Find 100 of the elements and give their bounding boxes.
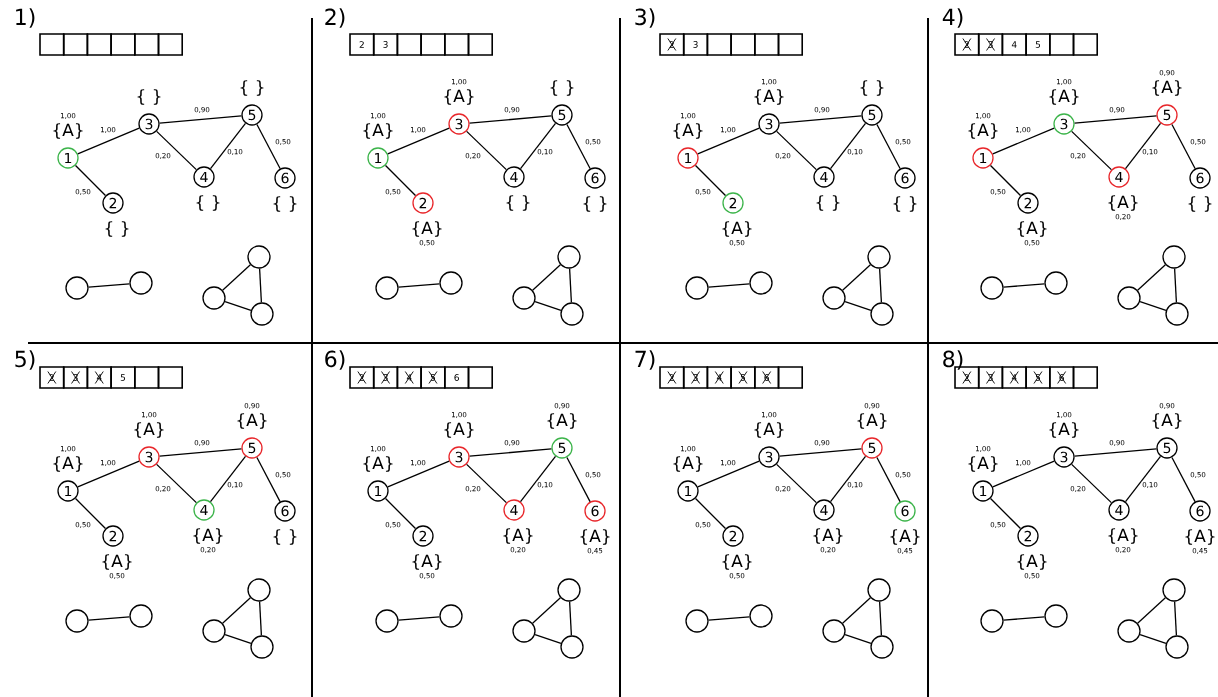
set-label: { } — [137, 89, 161, 105]
vertex-circle — [870, 635, 894, 659]
queue-cell: 5 — [110, 366, 136, 389]
vertex-circle — [512, 286, 536, 310]
graph-edge — [878, 268, 883, 303]
queue-cell: 6 — [444, 366, 470, 389]
graph-edge — [1139, 634, 1167, 644]
graph-edge — [531, 597, 562, 624]
queue-cell: 2 — [659, 33, 685, 56]
queue-cell: 5 — [730, 366, 756, 389]
graph-edge — [1136, 597, 1167, 624]
graph-edge — [694, 497, 727, 530]
graph-edge — [258, 268, 263, 303]
graph-edge — [776, 463, 817, 504]
set-label: {A} — [722, 221, 752, 237]
queue-cell: 3 — [682, 33, 709, 56]
set-label: { } — [583, 196, 607, 212]
queue-cell — [1049, 33, 1075, 56]
vertex-circle — [822, 286, 846, 310]
graph-edge — [1173, 601, 1178, 636]
set-label: {A} — [1049, 89, 1079, 105]
vertex-circle — [557, 245, 581, 269]
set-label: { } — [816, 195, 840, 211]
queue-cell: 4 — [706, 366, 732, 389]
set-label: {A} — [1049, 422, 1079, 438]
queue-cell: 4 — [396, 366, 422, 389]
set-label: {A} — [673, 456, 703, 472]
queue-cell: 6 — [754, 366, 780, 389]
graph-edge — [566, 456, 591, 503]
graph-edge — [466, 463, 507, 504]
graph-edge — [1124, 122, 1162, 170]
set-label: {A} — [412, 554, 442, 570]
set-label: {A} — [1152, 413, 1182, 429]
graph-edge — [992, 127, 1055, 155]
queue-cell — [1072, 366, 1098, 389]
step-number: 7) — [635, 350, 655, 370]
vertex-circle — [247, 578, 271, 602]
queue-cell: 6 — [1049, 366, 1075, 389]
set-label: {A} — [53, 456, 83, 472]
vertex-circle — [250, 302, 274, 326]
vertex-circle — [202, 619, 226, 643]
vertex-circle — [65, 276, 89, 300]
graph-edge — [568, 601, 573, 636]
queue-cell: 4 — [1001, 33, 1027, 56]
graph-edge — [387, 127, 450, 155]
set-label: {A} — [363, 123, 393, 139]
graph-edge — [876, 456, 901, 503]
queue-cell: 2 — [349, 366, 375, 389]
graph-edge — [224, 301, 252, 311]
set-label: {A} — [968, 123, 998, 139]
set-label: { } — [1188, 196, 1212, 212]
queue-cell — [467, 33, 493, 56]
set-label: {A} — [857, 413, 887, 429]
set-label: { } — [196, 195, 220, 211]
vertex-circle — [1117, 286, 1141, 310]
graph-edge — [1124, 455, 1162, 503]
set-label: {A} — [1017, 221, 1047, 237]
graph-edge — [519, 455, 557, 503]
queue-cell — [157, 33, 183, 56]
vertex-circle — [1162, 578, 1186, 602]
set-label: { } — [550, 80, 574, 96]
set-label: {A} — [1017, 554, 1047, 570]
graph-edge — [468, 115, 553, 124]
graph-edge — [1171, 456, 1196, 503]
set-label: {A} — [754, 89, 784, 105]
set-label: {A} — [754, 422, 784, 438]
queue-cell — [754, 33, 780, 56]
queue-cell: 3 — [372, 33, 399, 56]
vertex-circle — [870, 302, 894, 326]
graph-edge — [707, 616, 751, 621]
vertex-circle — [980, 276, 1004, 300]
queue-cell — [444, 33, 470, 56]
graph-edge — [209, 122, 247, 170]
queue-cell — [777, 366, 803, 389]
vertex-circle — [867, 245, 891, 269]
graph-edge — [989, 497, 1022, 530]
graph-edge — [566, 123, 591, 170]
graph-edge — [1071, 130, 1112, 171]
graph-edge — [778, 448, 863, 457]
set-label: {A} — [673, 123, 703, 139]
graph-edge — [519, 122, 557, 170]
set-label: {A} — [722, 554, 752, 570]
vertex-circle — [1117, 619, 1141, 643]
step-number: 5) — [15, 350, 35, 370]
vertex-circle — [65, 609, 89, 633]
graph-edge — [992, 460, 1055, 488]
vertex-circle — [129, 604, 153, 628]
graph-edge — [256, 456, 281, 503]
queue-cell: 4 — [1001, 366, 1027, 389]
queue-cell — [777, 33, 803, 56]
graph-edge — [466, 130, 507, 171]
queue-cell: 5 — [1025, 366, 1051, 389]
graph-edge — [1073, 115, 1158, 124]
graph-edge — [1003, 283, 1046, 288]
set-label: {A} — [968, 456, 998, 472]
graph-edge — [87, 616, 131, 621]
vertex-circle — [560, 635, 584, 659]
graph-edge — [694, 164, 727, 197]
vertex-circle — [980, 609, 1004, 633]
vertex-circle — [560, 302, 584, 326]
